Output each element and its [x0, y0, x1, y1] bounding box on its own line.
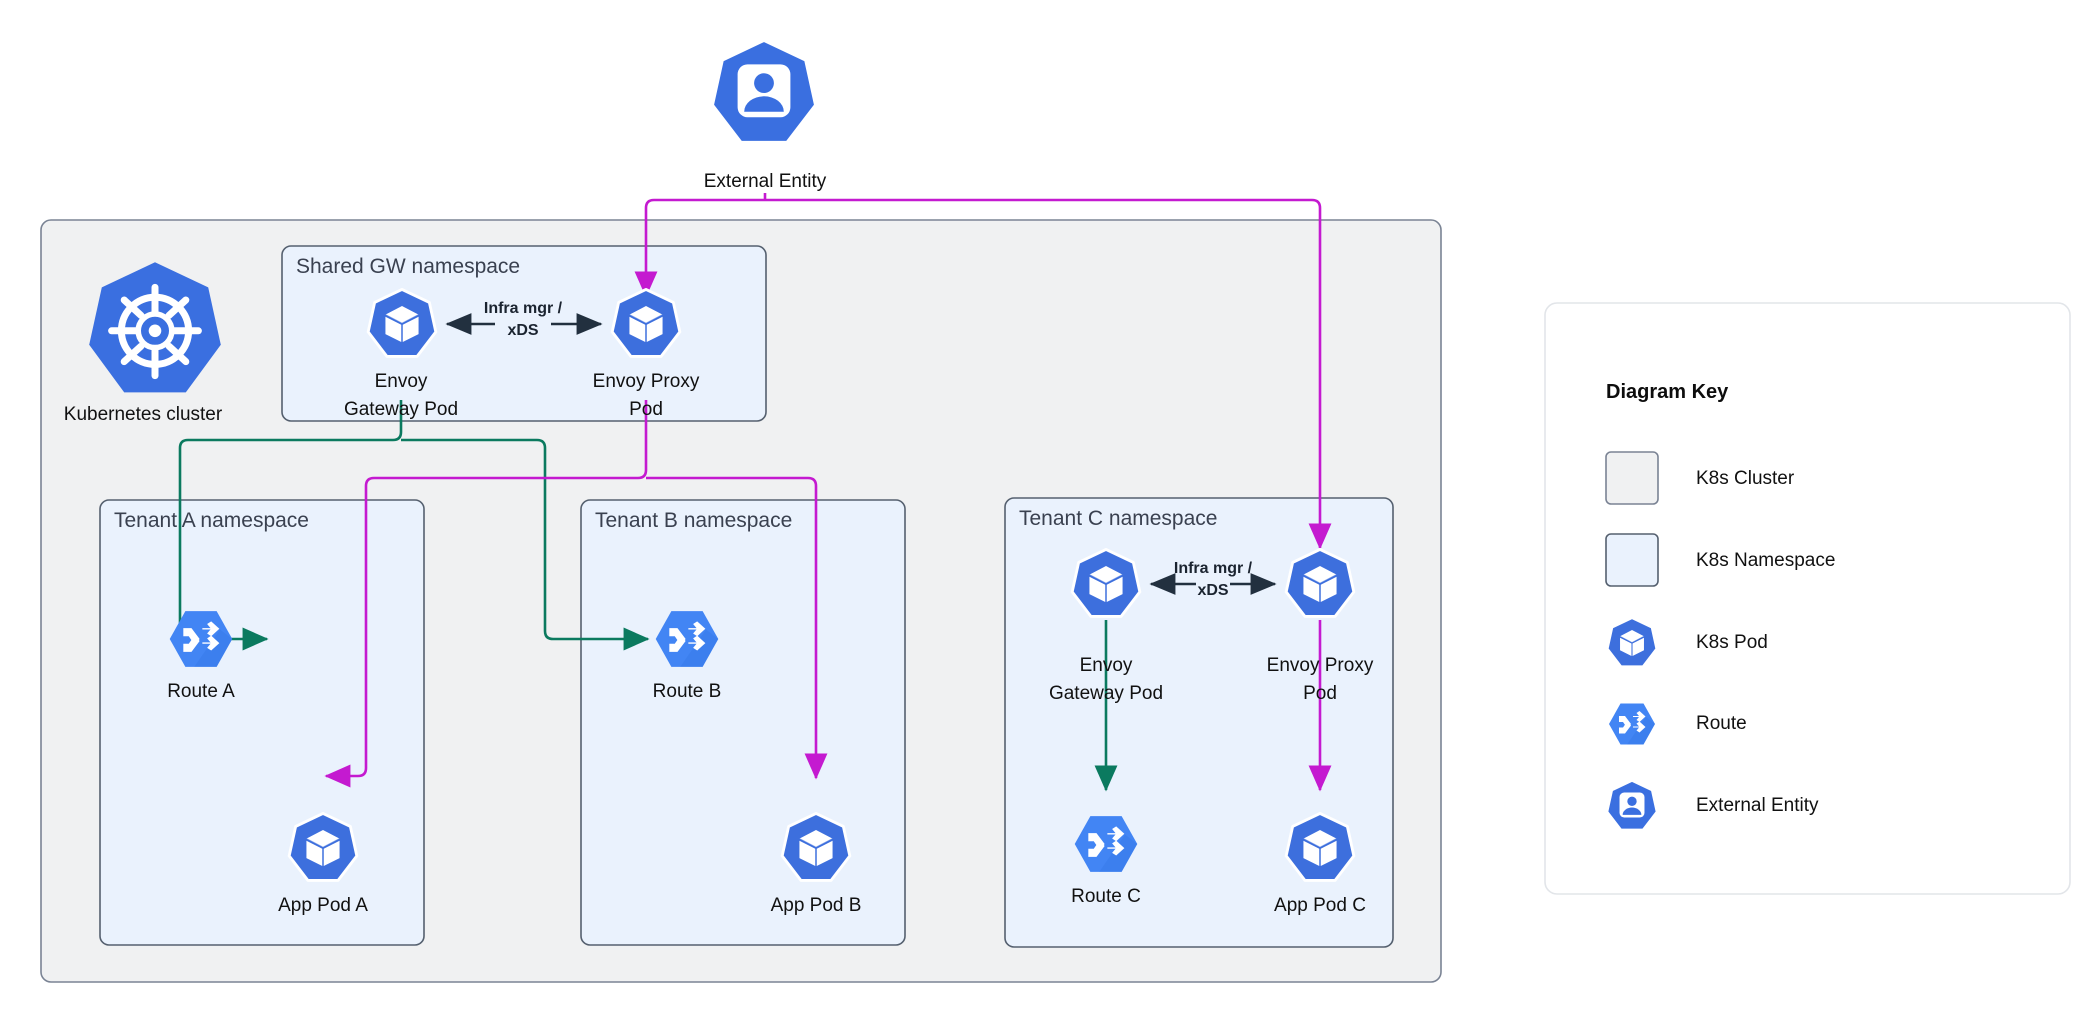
node-route-b[interactable]: Route B [653, 611, 722, 702]
legend-label: Route [1696, 713, 1747, 734]
legend-item-k8s-namespace: K8s Namespace [1605, 533, 1835, 587]
edge-label-line2: xDS [507, 322, 538, 339]
node-envoy-proxy-pod-c[interactable]: Envoy Proxy Pod [1267, 548, 1374, 704]
legend-item-k8s-pod: K8s Pod [1606, 617, 1768, 668]
node-label-line1: App Pod A [278, 895, 368, 916]
node-label-line2: Pod [629, 399, 663, 420]
k8s-pod-icon [1070, 548, 1142, 618]
node-label-line2: Pod [1303, 683, 1337, 704]
k8s-pod-icon [1284, 812, 1356, 882]
namespace-title: Shared GW namespace [296, 255, 520, 278]
node-label-line1: Route A [167, 681, 235, 702]
node-app-pod-c[interactable]: App Pod C [1274, 812, 1366, 916]
node-app-pod-b[interactable]: App Pod B [771, 812, 862, 916]
node-envoy-gateway-pod-shared[interactable]: Envoy Gateway Pod [344, 288, 458, 420]
legend-label: External Entity [1696, 795, 1819, 816]
namespace-tenant-b: Tenant B namespace [580, 499, 906, 946]
legend-label: K8s Cluster [1696, 468, 1795, 489]
legend-label: K8s Namespace [1696, 550, 1835, 571]
legend-item-route: Route [1609, 703, 1747, 745]
k8s-pod-icon [780, 812, 852, 882]
external-entity-node[interactable]: External Entity [704, 38, 827, 192]
namespace-tenant-a: Tenant A namespace [99, 499, 425, 946]
external-entity-icon [1606, 780, 1658, 831]
edge-infra-xds-shared: Infra mgr / xDS [445, 300, 603, 339]
node-label-line1: Envoy Proxy [1267, 655, 1374, 676]
node-label-line1: Envoy [1080, 655, 1133, 676]
kubernetes-cluster-label: Kubernetes cluster [64, 404, 223, 425]
node-label-line1: App Pod B [771, 895, 862, 916]
node-label-line1: App Pod C [1274, 895, 1366, 916]
namespace-title: Tenant B namespace [595, 509, 792, 532]
node-label-line1: Envoy Proxy [593, 371, 700, 392]
kubernetes-cluster-logo: Kubernetes cluster [64, 262, 223, 425]
k8s-cluster-swatch [1605, 451, 1659, 505]
node-label-line2: Gateway Pod [344, 399, 458, 420]
namespace-title: Tenant C namespace [1019, 507, 1217, 530]
edge-infra-xds-tenant-c: Infra mgr / xDS [1149, 560, 1277, 599]
k8s-namespace-swatch [1605, 533, 1659, 587]
node-envoy-proxy-pod-shared[interactable]: Envoy Proxy Pod [593, 288, 700, 420]
external-entity-label: External Entity [704, 171, 827, 192]
node-route-c[interactable]: Route C [1071, 816, 1141, 907]
k8s-pod-icon [1606, 617, 1658, 668]
node-label-line2: Gateway Pod [1049, 683, 1163, 704]
node-label-line1: Envoy [375, 371, 428, 392]
node-label-line1: Route C [1071, 886, 1141, 907]
k8s-pod-icon [1284, 548, 1356, 618]
edge-label-line1: Infra mgr / [484, 300, 563, 317]
external-entity-icon [710, 38, 818, 145]
k8s-pod-icon [287, 812, 359, 882]
diagram-key-panel: Diagram Key K8s Cluster K8s Namespace K8… [1544, 302, 2071, 895]
node-app-pod-a[interactable]: App Pod A [278, 812, 368, 916]
namespace-title: Tenant A namespace [114, 509, 309, 532]
k8s-pod-icon [610, 288, 682, 358]
node-route-a[interactable]: Route A [167, 611, 235, 702]
legend-label: K8s Pod [1696, 632, 1768, 653]
edge-external-split [634, 193, 1332, 550]
edge-traffic-shared-proxy [324, 400, 828, 788]
legend-item-k8s-cluster: K8s Cluster [1605, 451, 1795, 505]
legend-item-external-entity: External Entity [1606, 780, 1819, 831]
node-envoy-gateway-pod-c[interactable]: Envoy Gateway Pod [1049, 548, 1163, 704]
k8s-pod-icon [366, 288, 438, 358]
node-label-line1: Route B [653, 681, 722, 702]
legend-title: Diagram Key [1606, 381, 1729, 403]
edge-label-line1: Infra mgr / [1174, 560, 1253, 577]
edge-label-line2: xDS [1197, 582, 1228, 599]
